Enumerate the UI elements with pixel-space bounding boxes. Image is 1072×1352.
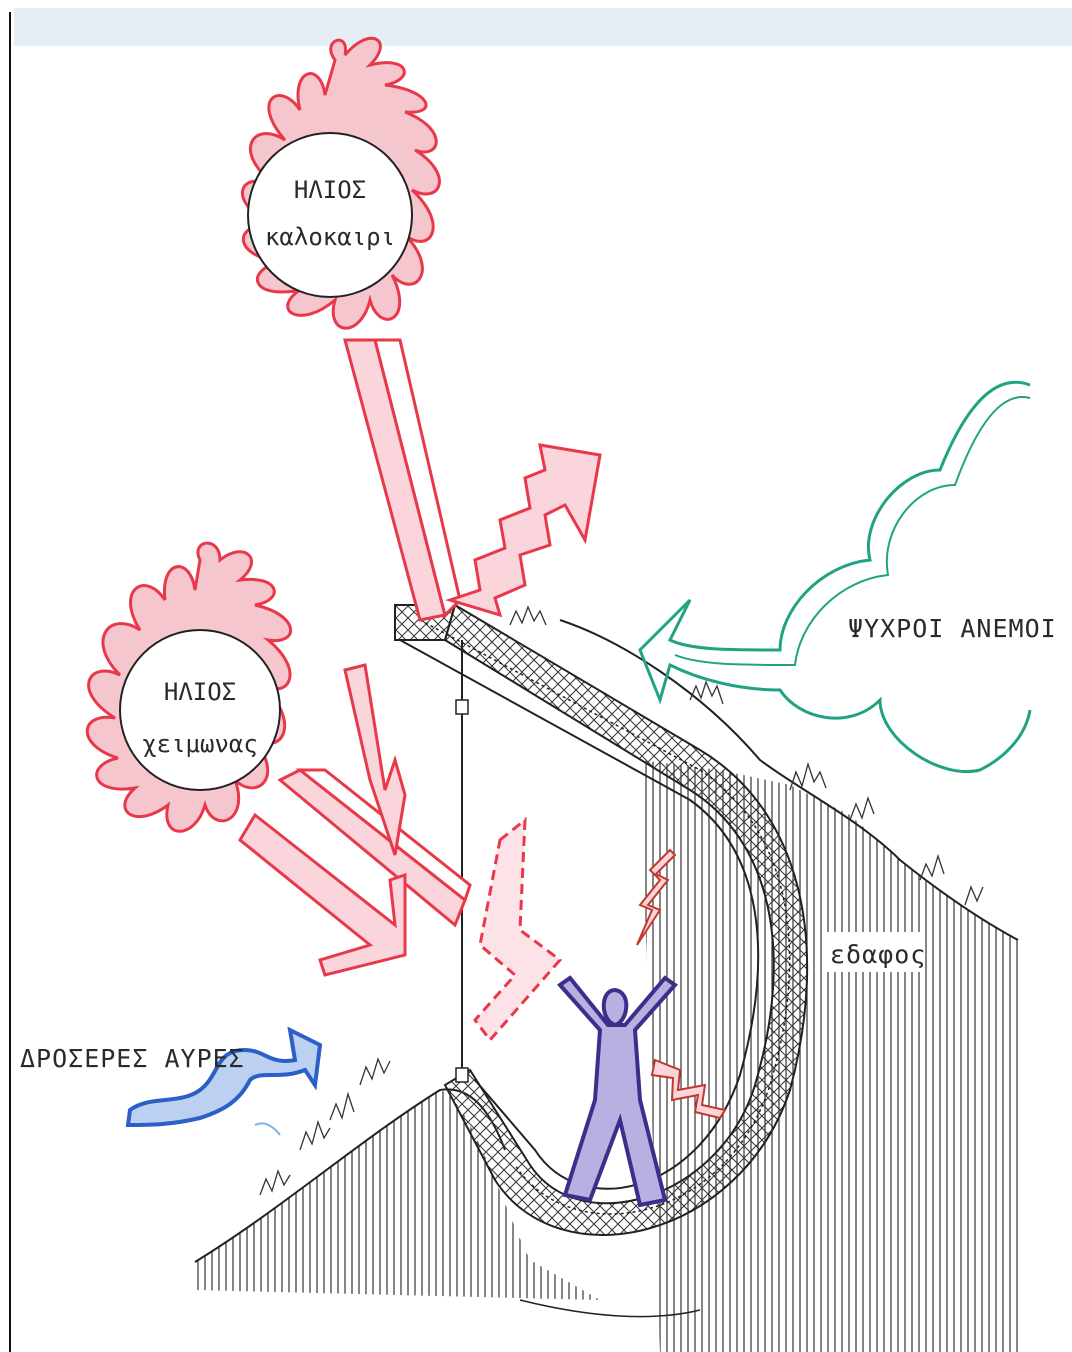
summer-sun-disc	[248, 133, 412, 297]
winter-sun: ΗΛΙΟΣ χειμωνας	[87, 543, 290, 831]
summer-sun-label-line2: καλοκαιρι	[265, 223, 395, 251]
winter-sun-disc	[120, 630, 280, 790]
summer-sun: ΗΛΙΟΣ καλοκαιρι	[242, 38, 439, 328]
ground-label: εδαφος	[830, 940, 926, 969]
winter-sun-label-line1: ΗΛΙΟΣ	[164, 678, 236, 706]
top-edge-band	[14, 8, 1072, 46]
winter-sun-label-line2: χειμωνας	[142, 730, 258, 758]
cool-breezes-label: ΔΡΟΣΕΡΕΣ ΑΥΡΕΣ	[20, 1044, 245, 1073]
cold-winds-label: ΨΥΧΡΟΙ ΑΝΕΜΟΙ	[848, 614, 1057, 643]
summer-sun-label-line1: ΗΛΙΟΣ	[294, 176, 366, 204]
dashed-winter-ray-arrow	[475, 820, 560, 1040]
cold-winds-arrow	[640, 382, 1030, 771]
reflected-ray-arrow	[450, 445, 600, 615]
summer-sun-ray	[345, 340, 460, 620]
